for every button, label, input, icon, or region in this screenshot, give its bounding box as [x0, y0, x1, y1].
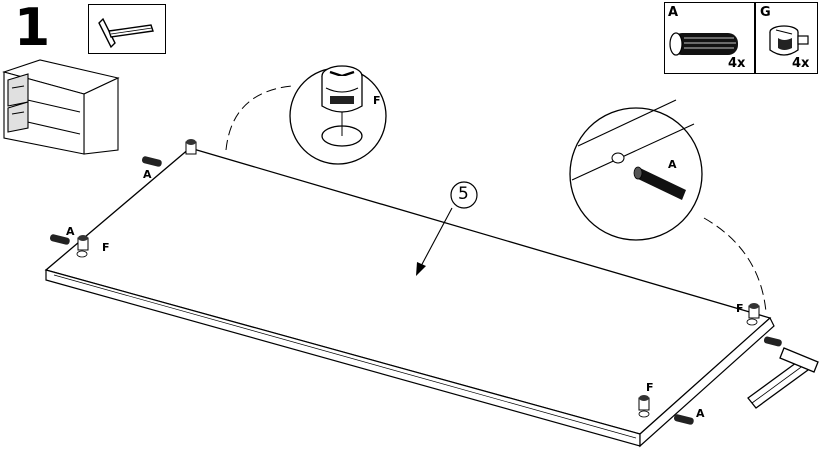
dowel-bottom-right [673, 414, 694, 425]
cam-mid-left [76, 235, 89, 258]
part-letter-a: A [668, 5, 679, 20]
dowel-icon [669, 32, 738, 56]
dowel-label-top-left: A [143, 168, 152, 181]
pointer-arrow [416, 207, 453, 276]
cam-callout [225, 65, 387, 165]
hammer-illustration [747, 347, 819, 409]
part-qty-a: 4x [728, 56, 746, 71]
dowel-label-bottom-right: A [696, 407, 705, 420]
dowel-callout [569, 99, 767, 313]
part-qty-g: 4x [792, 56, 810, 71]
cam-top-left [185, 139, 197, 155]
hammer-icon [98, 17, 154, 49]
panel [44, 147, 775, 448]
dowel-label-mid-left: A [66, 225, 75, 238]
dowel-callout-label: A [668, 158, 677, 171]
dowel-top-left [141, 156, 162, 167]
dowel-mid-left [49, 234, 70, 245]
cam-lock-icon [769, 25, 809, 56]
part-letter-g: G [760, 5, 771, 20]
step-ref-circle [450, 181, 478, 209]
step-number: 1 [14, 0, 51, 58]
dowel-right-edge [763, 336, 782, 347]
cam-callout-label: F [373, 94, 381, 107]
cam-label-mid-left: F [102, 241, 110, 254]
dresser-thumbnail [2, 59, 120, 155]
cam-label-bottom-right: F [646, 381, 654, 394]
tool-box [88, 4, 166, 54]
panel-ref-number: 5 [458, 184, 469, 204]
cam-label-top-right: F [736, 302, 744, 315]
cam-bottom-right [638, 395, 650, 418]
parts-divider [754, 2, 756, 74]
cam-top-right [746, 303, 760, 326]
